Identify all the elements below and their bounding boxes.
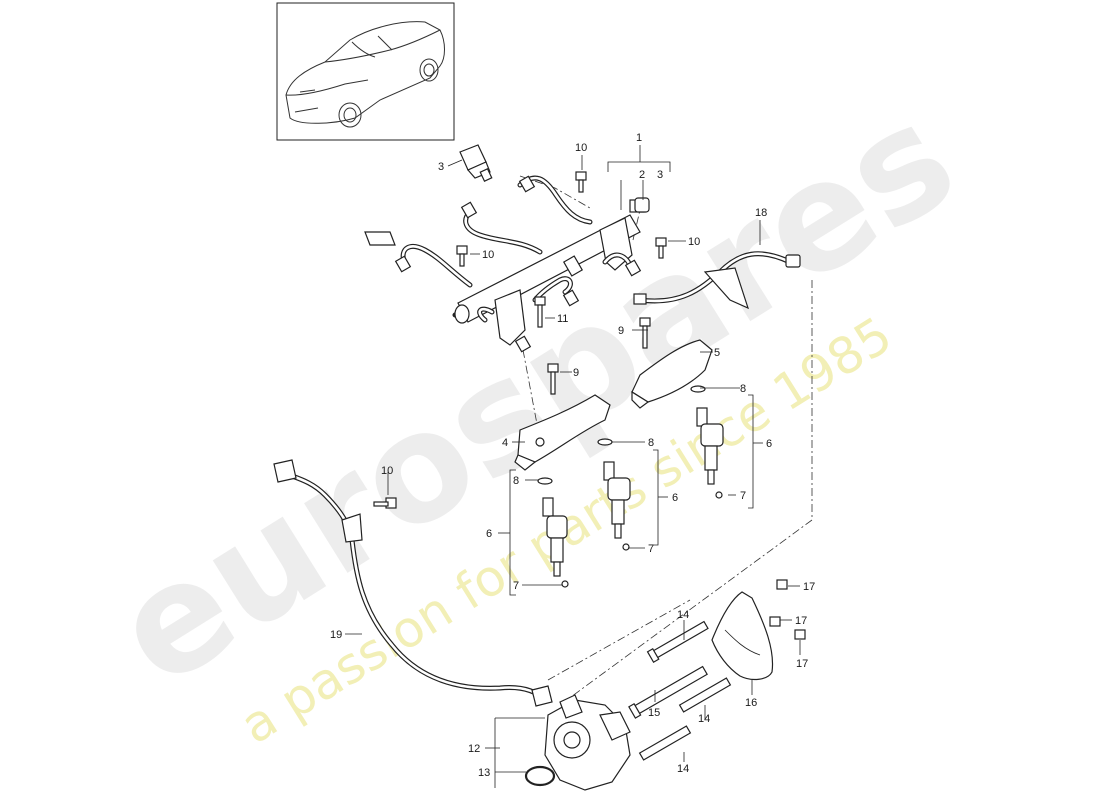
bolt-10-right (655, 237, 667, 259)
high-pressure-pump (544, 694, 631, 791)
stud-lower (638, 725, 692, 761)
bolt-10-pipe (373, 497, 397, 509)
callout-8-left: 8 (513, 475, 519, 487)
injector-bracket-4 (514, 394, 611, 471)
callout-6-right: 6 (766, 438, 772, 450)
callout-10-pipe: 10 (381, 465, 393, 477)
callout-7-right: 7 (740, 490, 746, 502)
callout-19: 19 (330, 629, 342, 641)
callout-17-top: 17 (803, 581, 815, 593)
callout-13: 13 (478, 767, 490, 779)
callout-8-right: 8 (740, 383, 746, 395)
callout-17-bottom: 17 (796, 658, 808, 670)
watermark: eurospares a passion for parts since 198… (87, 70, 984, 755)
o-ring (524, 765, 556, 787)
bolt-10-top (575, 171, 587, 193)
bolt-9-upper (639, 317, 651, 349)
fuel-rail-assembly (364, 175, 645, 353)
callout-6-center: 6 (672, 492, 678, 504)
bolt-9-lower (547, 363, 559, 395)
callout-10-right: 10 (688, 236, 700, 248)
bolts-17 (769, 579, 806, 640)
callout-7-center: 7 (648, 543, 654, 555)
bolt-11 (534, 296, 546, 328)
callout-18: 18 (755, 207, 767, 219)
pressure-sensor (459, 144, 493, 183)
fuel-injectors (537, 385, 724, 588)
callout-3-sensor: 3 (438, 161, 444, 173)
vehicle-thumbnail (276, 2, 455, 141)
callout-3-plug: 3 (657, 169, 663, 181)
callout-14-mid: 14 (698, 713, 710, 725)
callout-2: 2 (639, 169, 645, 181)
callout-10-top: 10 (575, 142, 587, 154)
heat-shield (711, 591, 774, 681)
callout-12: 12 (468, 743, 480, 755)
rail-plug (634, 197, 650, 213)
callout-4: 4 (502, 437, 508, 449)
stud-long (628, 665, 708, 719)
injector-left (537, 477, 569, 588)
fuel-line-18 (633, 251, 801, 310)
bolt-10-left (456, 245, 468, 267)
callout-8-center: 8 (648, 437, 654, 449)
callout-16: 16 (745, 697, 757, 709)
callout-14-top: 14 (677, 609, 689, 621)
callout-9-upper: 9 (618, 325, 624, 337)
callout-14-bottom: 14 (677, 763, 689, 775)
car-icon (285, 21, 445, 128)
callout-6-left: 6 (486, 528, 492, 540)
callout-17-mid: 17 (795, 615, 807, 627)
callout-10-left: 10 (482, 249, 494, 261)
leader-lines (345, 145, 801, 788)
stud-mid (678, 677, 732, 713)
callout-5: 5 (714, 347, 720, 359)
stud-upper (646, 620, 709, 664)
injector-bracket-5 (631, 339, 713, 409)
callout-9-lower: 9 (573, 367, 579, 379)
watermark-brand: eurospares (87, 70, 984, 720)
callout-15: 15 (648, 707, 660, 719)
studs (628, 620, 732, 761)
fuel-line-19 (273, 459, 553, 707)
injector-center (597, 438, 631, 551)
callout-1: 1 (636, 132, 642, 144)
bolt-icons (373, 171, 667, 509)
callout-labels: 3 10 1 2 3 10 10 11 18 9 5 9 8 6 7 4 8 6… (330, 132, 815, 779)
callout-7-left: 7 (513, 580, 519, 592)
callout-11: 11 (557, 313, 568, 325)
injector-right (690, 385, 724, 499)
